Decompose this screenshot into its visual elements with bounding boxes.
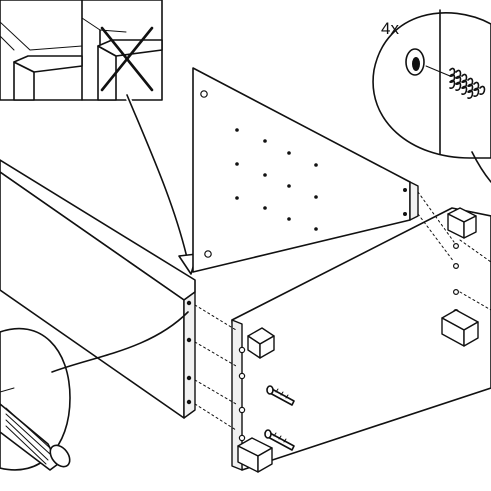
dowel-bottom-left: [237, 437, 273, 473]
dowel-icon: [237, 207, 479, 473]
left-panel-pegs: [186, 300, 192, 405]
left-side-panel: [0, 159, 196, 419]
quantity-label: 4x: [381, 19, 399, 38]
orientation-detail-inset: [0, 0, 163, 101]
dowel-top-left: [247, 327, 275, 359]
peg-detail: [0, 403, 71, 471]
screw-detail-callout: 4x: [372, 9, 491, 183]
detail-panel-incorrect: [81, 17, 163, 101]
screw-lower: [264, 429, 295, 451]
magnifier-callout-icon: [0, 311, 189, 471]
dowel-bottom-right: [441, 309, 479, 347]
detail-panel-correct: [0, 21, 83, 101]
back-panel: [192, 67, 419, 273]
dowel-top-right: [447, 207, 477, 239]
screw-upper: [266, 385, 295, 406]
x-icon: [100, 26, 154, 92]
alignment-guides: [194, 191, 491, 431]
screw-icon: [264, 385, 295, 451]
spring-screw-detail: [425, 65, 486, 99]
hole-detail: [405, 48, 425, 76]
back-panel-holes: [200, 90, 407, 258]
